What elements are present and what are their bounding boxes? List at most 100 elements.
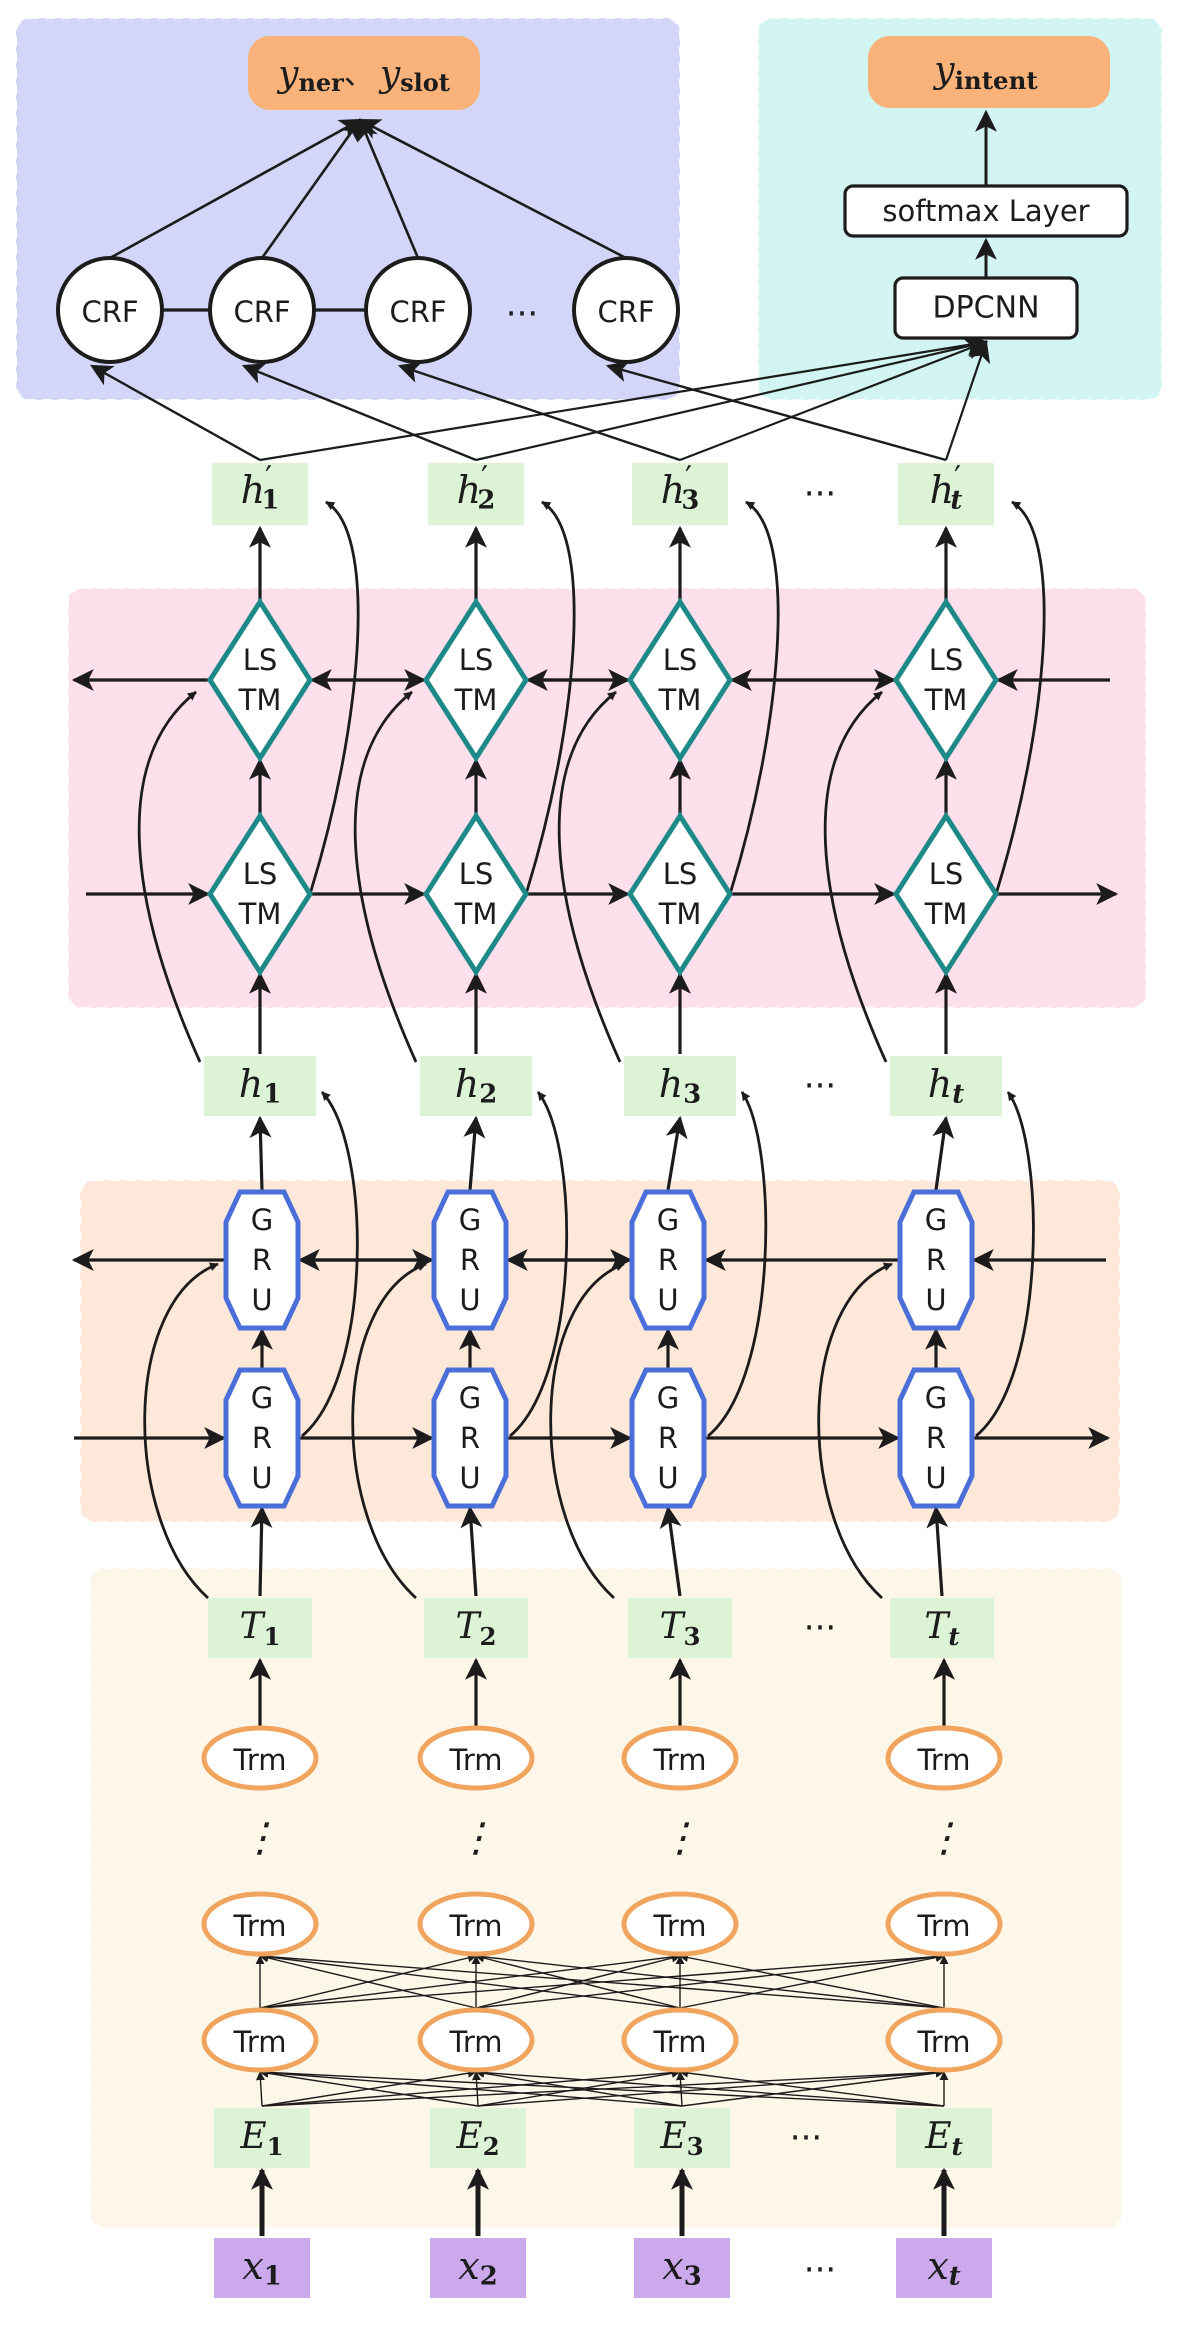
h-label-1: h1 [239, 1062, 281, 1110]
e-label-4-sub: t [951, 2132, 963, 2161]
trm-bot-2-label: Trm [448, 2025, 502, 2059]
hprime-label-3-sub: 3 [681, 486, 699, 516]
h-label-2: h2 [455, 1062, 497, 1110]
e-label-3: E3 [659, 2116, 703, 2161]
gru-skip-curve-4 [817, 1262, 893, 1600]
hprime-box-4 [898, 463, 994, 525]
panel-bert [89, 1567, 1123, 2229]
t-label-2-sub: 2 [479, 1622, 496, 1651]
trm-cross-4-1 [259, 1952, 945, 2009]
hprime-label-4-base: h [930, 468, 954, 512]
x-label-1-base: x [242, 2244, 263, 2288]
t-to-gru-arrow-1 [250, 1505, 273, 1597]
lstm-forward-line1-3: LS [663, 857, 698, 891]
hprime-to-crf-arrow-3 [397, 361, 681, 462]
x-ellipsis: ··· [804, 2250, 836, 2290]
lstm-backward-line1-4: LS [929, 643, 964, 677]
gru-to-h-arrow-4 [932, 1115, 955, 1191]
hprime-box-3 [632, 463, 728, 525]
hprime-to-crf-arrow-2 [241, 363, 477, 462]
hprime-ellipsis: ··· [804, 474, 836, 514]
output-ner-slot-base2: y [378, 54, 401, 95]
trm-mid-2 [417, 1891, 535, 1957]
t-label-4: Tt [924, 1606, 960, 1651]
lstm-backward-1 [207, 597, 313, 763]
e-cross-4-3 [679, 2068, 945, 2107]
h-label-4-base: h [928, 1062, 952, 1106]
hprime-label-1-base: h [241, 468, 265, 512]
trm-mid-4 [885, 1891, 1003, 1957]
e-label-1-base: E [239, 2116, 266, 2157]
crf-node-4 [572, 256, 680, 364]
t-to-gru-arrow-4 [926, 1505, 949, 1597]
x-label-2: x2 [458, 2244, 497, 2292]
lstm-forward-line2-3: TM [658, 897, 702, 931]
gru-backward-letter-1-1: G [251, 1203, 273, 1237]
hprime-label-1-prime: ′ [265, 460, 272, 495]
e-label-1: E1 [239, 2116, 283, 2161]
hprime-to-dpcnn-arrow-4 [944, 339, 991, 461]
h-label-4-sub: t [952, 1080, 964, 1110]
crf-label-4: CRF [597, 295, 654, 329]
trm-cross-4-3 [679, 1953, 945, 2009]
t-label-3-sub: 3 [683, 1622, 700, 1651]
e-label-2-base: E [455, 2116, 482, 2157]
gru-skip-curve-2 [351, 1262, 427, 1600]
gru-backward-1 [223, 1189, 301, 1331]
x-box-3 [634, 2238, 730, 2298]
h-skip-curve-3 [557, 690, 622, 1063]
output-ner-slot-base1: y [276, 54, 299, 95]
e-label-3-sub: 3 [687, 2132, 704, 2161]
gru-forward-letter-3-3: U [657, 1461, 678, 1495]
lstm-forward-2 [423, 811, 529, 977]
gru-backward-letter-2-1: G [459, 1203, 481, 1237]
x-label-4: xt [927, 2244, 960, 2292]
e-label-2-sub: 2 [483, 2132, 500, 2161]
panel-ner-slot [15, 17, 681, 401]
output-ner-slot-sub1: ner [298, 68, 344, 97]
lstm-forward-line1-2: LS [459, 857, 494, 891]
trm-mid-3 [621, 1891, 739, 1957]
trm-top-4 [885, 1725, 1003, 1791]
x-box-1 [214, 2238, 310, 2298]
crf-to-output-arrow-2 [260, 118, 362, 259]
t-label-2: T2 [455, 1606, 496, 1651]
lstm-forward-3 [627, 811, 733, 977]
hprime-box-1 [212, 463, 308, 525]
gru-backward-letter-4-1: G [925, 1203, 947, 1237]
gru-backward-letter-1-2: R [252, 1243, 272, 1277]
hprime-label-4: h′t [930, 460, 963, 515]
trm-cross-4-2 [475, 1952, 945, 2009]
trm-bot-2 [417, 2007, 535, 2073]
x-box-4 [896, 2238, 992, 2298]
lstm-skip-curve-2 [524, 500, 576, 895]
output-ner-slot-sep: 、 [344, 57, 374, 92]
trm-vdots-1: ⋮ [240, 1815, 280, 1861]
crf-to-output-arrow-3 [357, 117, 420, 259]
t-to-gru-arrow-3 [659, 1505, 682, 1597]
trm-top-2-label: Trm [448, 1743, 502, 1777]
lstm-backward-line2-1: TM [238, 683, 282, 717]
crf-node-2 [208, 256, 316, 364]
gru-forward-1 [223, 1367, 301, 1509]
e-cross-4-1 [259, 2067, 945, 2107]
e-cross-3-2 [475, 2068, 683, 2107]
e-cross-2-1 [259, 2068, 479, 2107]
x-label-2-sub: 2 [480, 2262, 498, 2292]
hprime-label-3-prime: ′ [685, 460, 692, 495]
t-label-1-base: T [239, 1606, 266, 1647]
h-label-1-sub: 1 [263, 1080, 281, 1110]
output-intent-box [868, 36, 1110, 108]
crf-to-output-arrow-1 [109, 118, 362, 260]
trm-vdots-2: ⋮ [456, 1815, 496, 1861]
x-label-3-base: x [662, 2244, 683, 2288]
output-intent-label-sub: intent [955, 66, 1039, 95]
trm-mid-4-label: Trm [916, 1909, 970, 1943]
lstm-backward-line2-3: TM [658, 683, 702, 717]
e-box-4 [896, 2108, 992, 2168]
h-skip-curve-1 [137, 690, 202, 1063]
gru-forward-letter-3-1: G [657, 1381, 679, 1415]
x-label-4-base: x [927, 2244, 948, 2288]
gru-to-h-arrow-3 [665, 1115, 688, 1191]
